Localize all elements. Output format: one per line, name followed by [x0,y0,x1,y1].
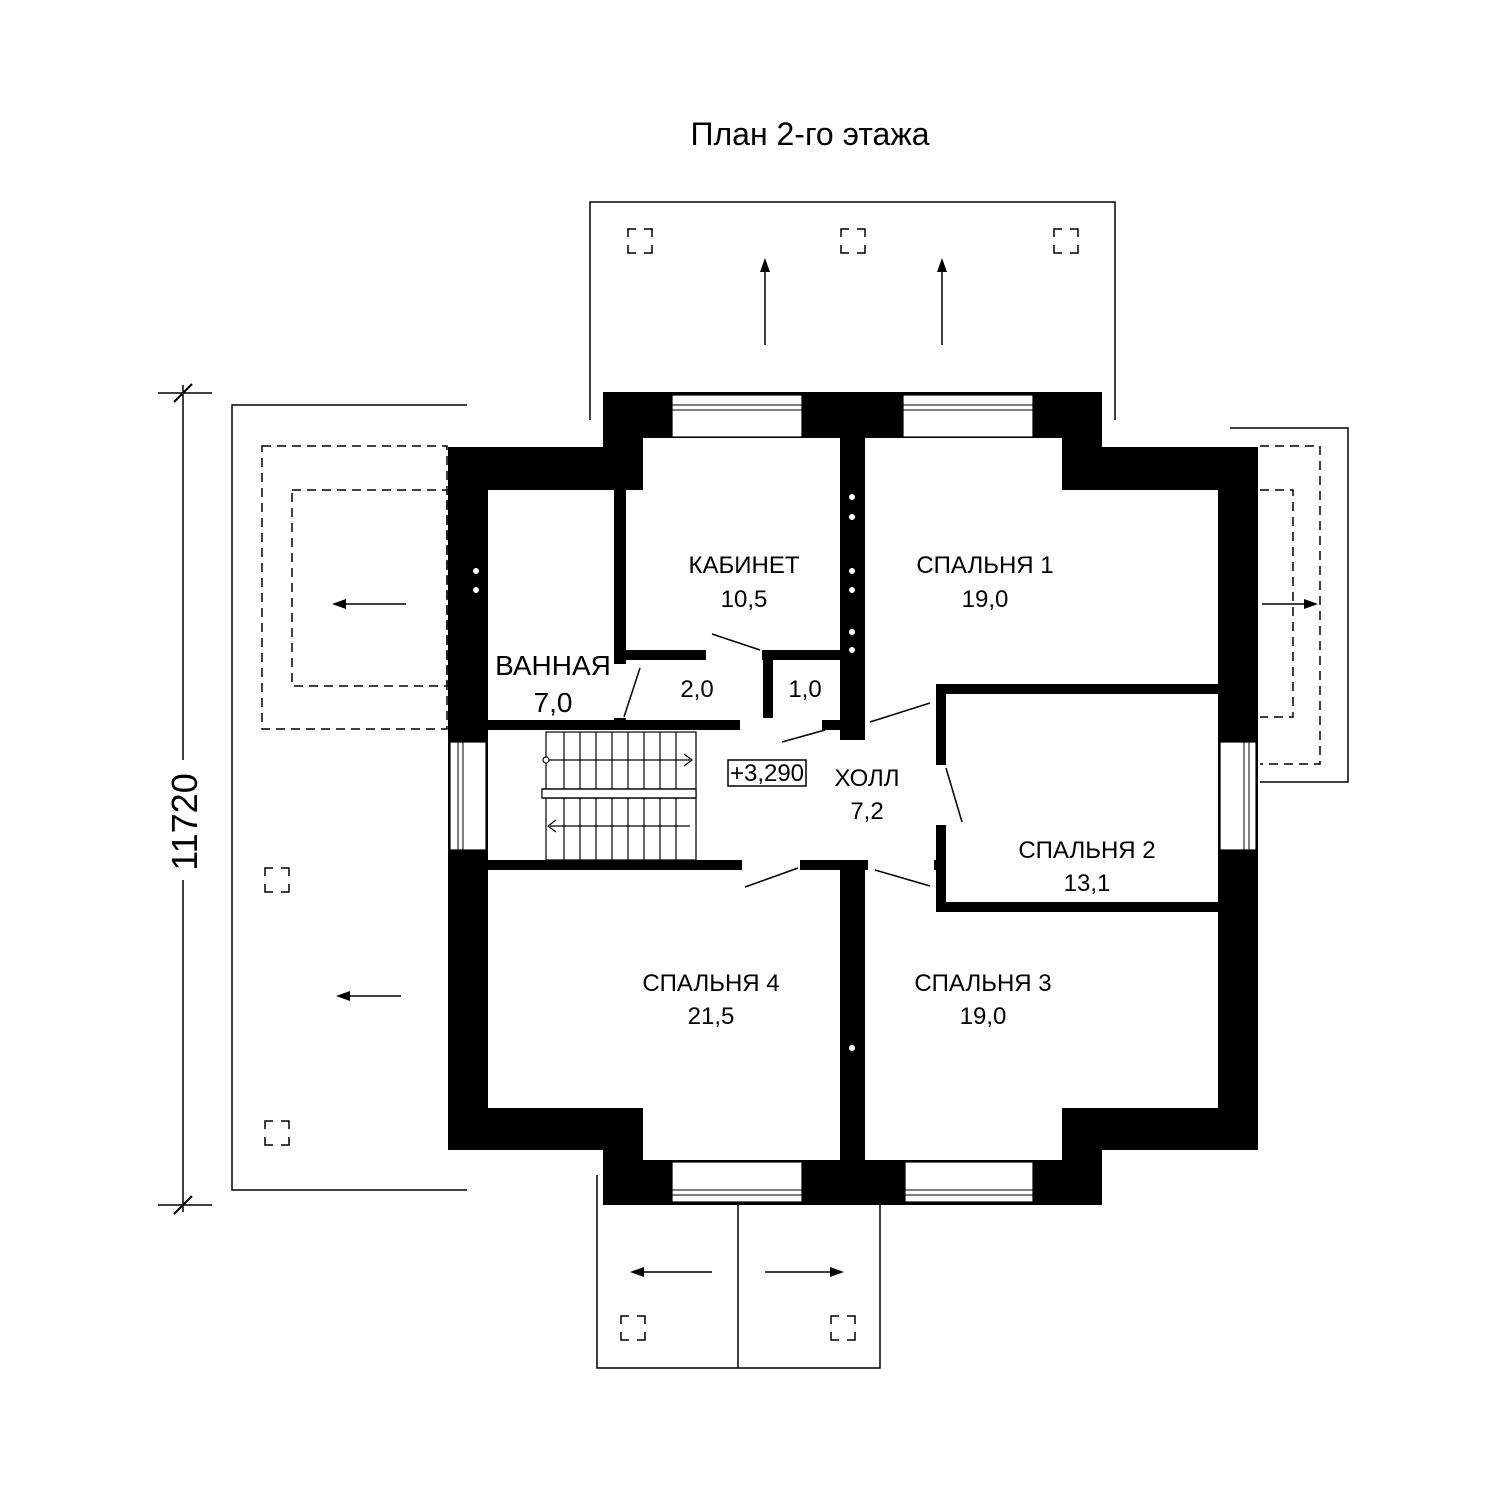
walls [448,392,1258,1205]
office-name: КАБИНЕТ [689,552,800,579]
bedroom2-name: СПАЛЬНЯ 2 [1018,837,1155,864]
bedroom1-area: 19,0 [962,586,1009,613]
bathroom-area: 7,0 [534,687,573,718]
bedroom2-area: 13,1 [1064,870,1111,897]
room-labels: КАБИНЕТ 10,5 СПАЛЬНЯ 1 19,0 ВАННАЯ 7,0 2… [495,552,1156,1030]
column-markers [264,228,1079,1341]
bedroom1-name: СПАЛЬНЯ 1 [916,552,1053,579]
dimension-label: 11720 [164,773,205,870]
hall-area: 7,2 [850,798,883,825]
plan-title: План 2-го этажа [690,116,929,152]
door-swings [623,633,963,888]
slope-arrows [332,258,1318,1277]
bedroom4-area: 21,5 [688,1003,735,1030]
bedroom3-name: СПАЛЬНЯ 3 [914,970,1051,997]
storage-a-area: 2,0 [680,676,713,703]
dimension-line: 11720 [158,383,212,1215]
svg-text:+3,290: +3,290 [730,760,804,787]
bathroom-name: ВАННАЯ [495,650,611,681]
storage-b-area: 1,0 [788,676,821,703]
office-area: 10,5 [721,586,768,613]
staircase [541,731,697,861]
elevation-mark: +3,290 [727,759,807,787]
bedroom3-area: 19,0 [960,1003,1007,1030]
hall-name: ХОЛЛ [834,765,899,792]
bedroom4-name: СПАЛЬНЯ 4 [642,970,779,997]
partitions [488,490,1218,912]
roof-outlines [231,201,1349,1369]
wall-outlets [473,494,855,1051]
